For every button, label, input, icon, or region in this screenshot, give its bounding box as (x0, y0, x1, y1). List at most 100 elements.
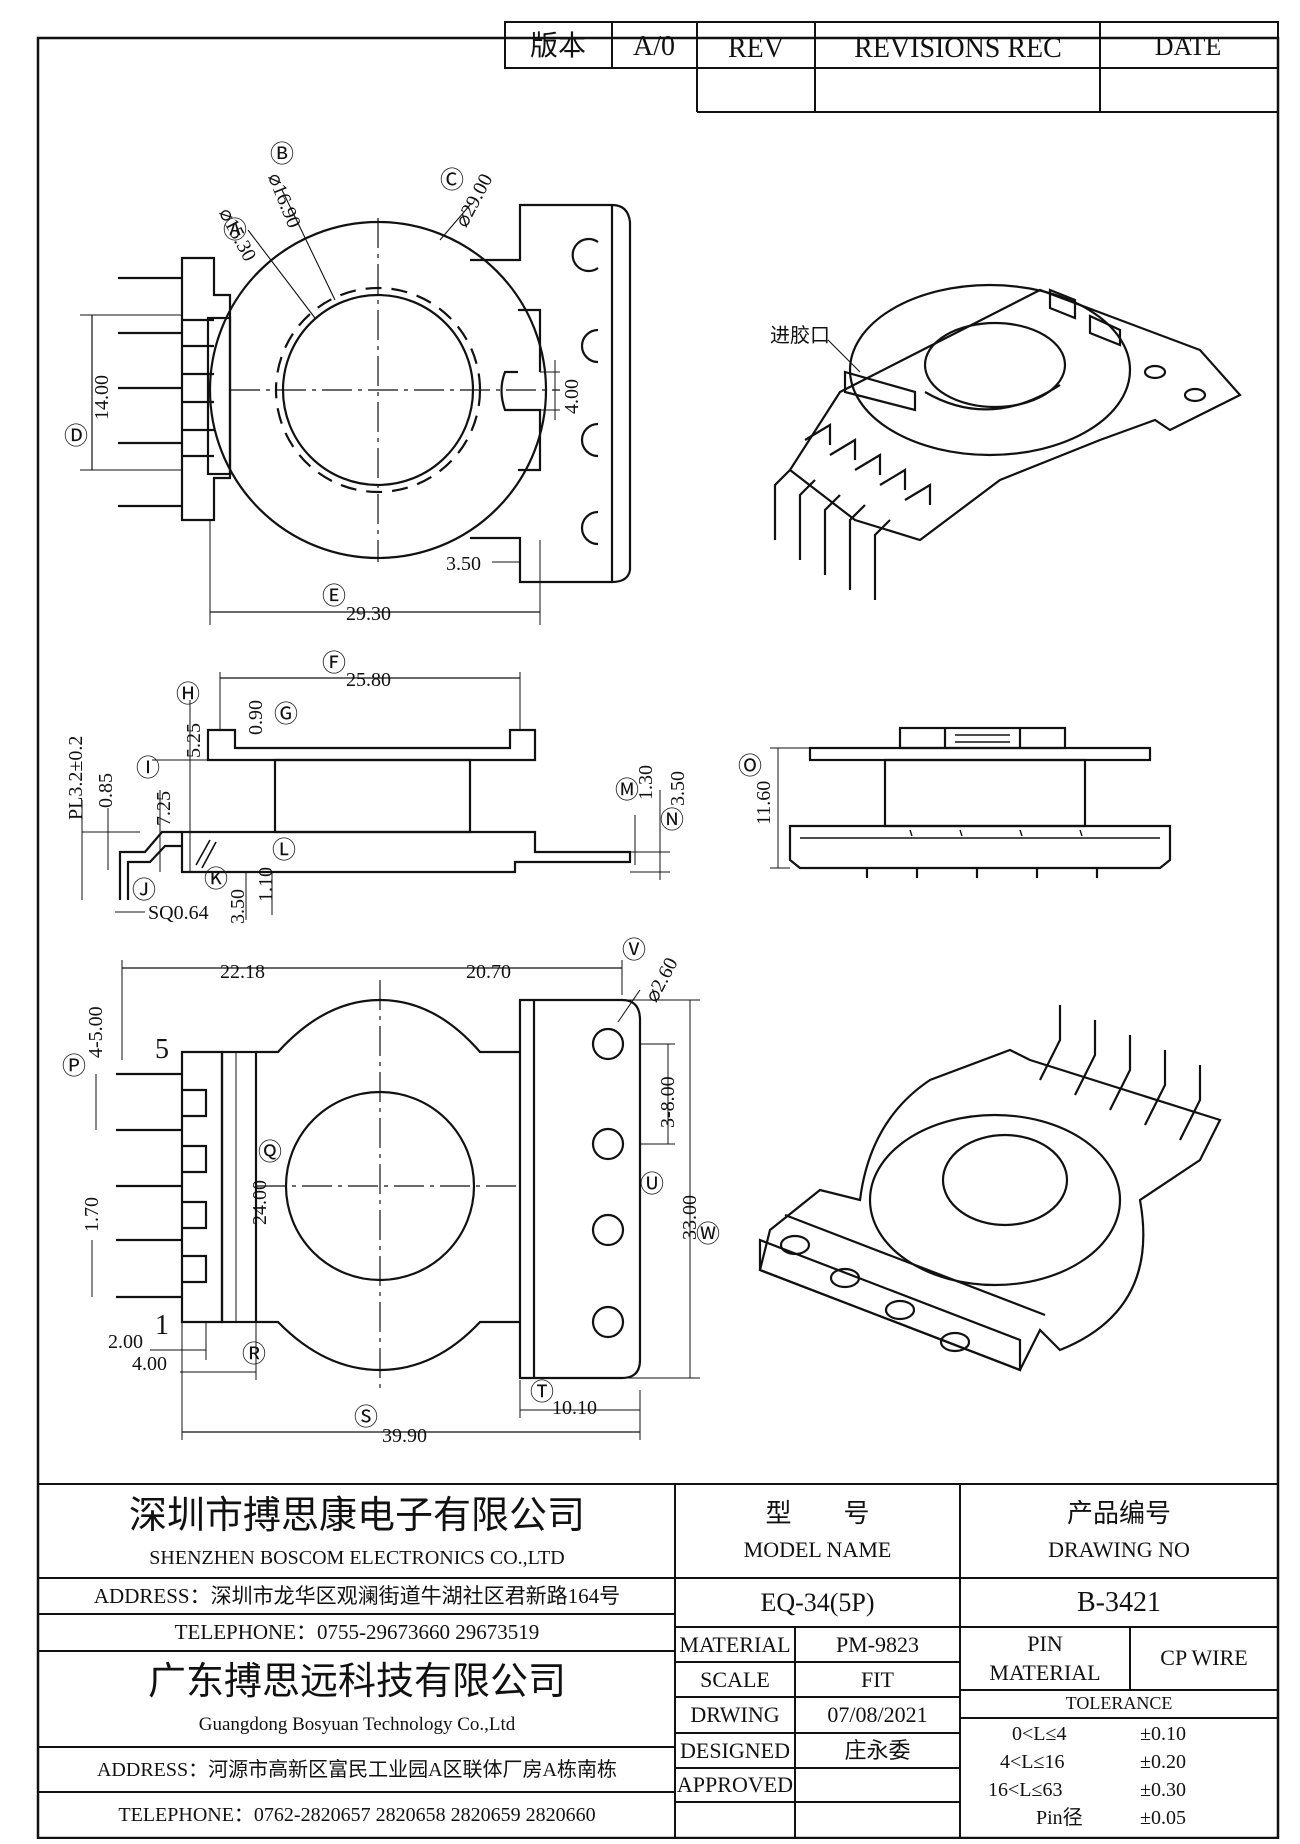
dim-v-value: ⌀2.60 (641, 954, 683, 1006)
scale-value: FIT (861, 1666, 894, 1692)
iso-view-top (773, 283, 1242, 600)
hole-1 (571, 237, 599, 273)
date-value: 07/08/2021 (827, 1702, 928, 1728)
dim-o-circle: Ⓞ (738, 753, 762, 780)
dim-u-circle: Ⓤ (640, 1171, 664, 1198)
pin-material-label-2: MATERIAL (989, 1659, 1101, 1685)
drawing-label-en: DRAWING NO (1048, 1536, 1190, 1562)
front-bobbin-core (883, 758, 1087, 828)
dim-n-value: 3.50 (667, 771, 689, 806)
dim-slot-value: 4.00 (561, 379, 583, 414)
dim-pl-value: PL3.2±0.2 (65, 736, 87, 820)
material-value: PM-9823 (835, 1631, 920, 1657)
dim-e-value: 29.30 (346, 603, 391, 625)
dim-left-value: 22.18 (220, 961, 265, 983)
dim-c-circle: Ⓒ (440, 167, 464, 194)
dim-i-value: 7.25 (153, 791, 175, 826)
dim-s-circle: Ⓢ (354, 1404, 378, 1431)
dim-w-value: 33.00 (679, 1195, 701, 1240)
dim-pitch-value: 1.70 (81, 1197, 103, 1232)
dim-q-value: 24.00 (249, 1180, 271, 1225)
dim-m-value: 1.30 (635, 765, 657, 800)
dim-j-circle: Ⓙ (132, 877, 156, 904)
pin-material-label-1: PIN (1027, 1630, 1063, 1656)
scale-label: SCALE (700, 1666, 770, 1692)
hole-3 (580, 422, 599, 458)
bottom-flange-outline (256, 998, 520, 1372)
revision-block (504, 21, 1279, 113)
dim-f-circle: Ⓕ (322, 650, 346, 677)
tolerance-value: ±0.10 (1140, 1723, 1186, 1745)
iso-top-base (788, 288, 1242, 542)
dim-h-value: 5.25 (183, 723, 205, 758)
dim-n-circle: Ⓝ (660, 807, 684, 834)
dim-right-value: 20.70 (466, 961, 511, 983)
gate-label: 进胶口 (770, 324, 830, 347)
iso-bottom-flange (868, 1113, 1122, 1287)
pin-number-last: 1 (155, 1310, 169, 1341)
dim-085-value: 0.85 (95, 773, 117, 808)
dim-m-circle: Ⓜ (615, 777, 639, 804)
dim-p-circle: Ⓟ (62, 1053, 86, 1080)
version-value: A/0 (633, 31, 675, 62)
side-bobbin-core (273, 758, 472, 834)
company-name-en: SHENZHEN BOSCOM ELECTRONICS CO.,LTD (149, 1547, 565, 1569)
front-base (788, 824, 1172, 870)
dim-b-value: ⌀16.90 (263, 170, 305, 231)
bottom-hole-4 (591, 1305, 625, 1339)
dim-r1-value: 2.00 (108, 1331, 143, 1353)
tolerance-value: ±0.30 (1140, 1779, 1186, 1801)
telephone-1: TELEPHONE：0755-29673660 29673519 (174, 1620, 540, 1645)
iso-top-flange (848, 283, 1132, 457)
front-view (770, 726, 1172, 878)
right-frame (470, 203, 632, 584)
dim-i-circle: Ⓘ (136, 755, 160, 782)
tolerance-value: ±0.20 (1140, 1751, 1186, 1773)
dim-d-value: 14.00 (91, 375, 113, 420)
hole-4 (580, 510, 599, 546)
bottom-hole-3 (591, 1213, 625, 1247)
bottom-view-pins (116, 1072, 182, 1299)
model-label-cn: 型 号 (765, 1498, 870, 1528)
tolerance-range: 4<L≤16 (1000, 1751, 1065, 1773)
date-label: DATE (1155, 32, 1221, 61)
dim-e-circle: Ⓔ (322, 583, 346, 610)
address-2: ADDRESS：河源市高新区富民工业园A区联体厂房A栋南栋 (96, 1759, 618, 1781)
iso-bottom-pins (1039, 1005, 1202, 1141)
bottom-hole-1 (591, 1027, 625, 1061)
side-pin (118, 830, 182, 900)
revisions-label: REVISIONS REC (854, 33, 1062, 64)
pin-number-first: 5 (155, 1034, 169, 1065)
tolerance-range: 0<L≤4 (1012, 1723, 1067, 1745)
iso-top-bore (923, 321, 1067, 409)
company-name-cn: 深圳市搏思康电子有限公司 (128, 1495, 585, 1538)
side-bottom-flange (180, 830, 632, 874)
tolerance-range: 16<L≤63 (988, 1779, 1063, 1801)
dim-k-circle: Ⓚ (204, 866, 228, 893)
iso-bottom-bore (941, 1133, 1069, 1227)
pin-block-outline (180, 256, 232, 522)
dim-l-circle: Ⓛ (272, 837, 296, 864)
material-label: MATERIAL (679, 1631, 791, 1657)
dim-k-value: 3.50 (227, 889, 249, 924)
dim-sq-value: SQ0.64 (148, 902, 209, 924)
dim-f-value: 25.80 (346, 669, 391, 691)
dim-offset-value: 3.50 (446, 553, 481, 575)
tolerance-range: Pin径 (1036, 1807, 1083, 1829)
address-1: ADDRESS：深圳市龙华区观澜街道牛湖社区君新路164号 (93, 1583, 621, 1608)
designed-value: 庄永委 (844, 1737, 911, 1763)
dim-l-value: 1.10 (255, 867, 277, 902)
dim-h-circle: Ⓗ (176, 681, 200, 708)
drawing-label-cn: 产品编号 (1066, 1498, 1171, 1528)
sheet-border (36, 36, 1280, 1840)
side-view (81, 672, 670, 920)
front-pins (865, 868, 1099, 878)
dim-r2-value: 4.00 (132, 1353, 167, 1375)
iso-top-gate-block (843, 370, 917, 412)
dim-g-value: 0.90 (245, 700, 267, 735)
pin-material-value: CP WIRE (1160, 1645, 1248, 1671)
dim-q-circle: Ⓠ (258, 1139, 282, 1166)
bottom-hole-2 (591, 1127, 625, 1161)
